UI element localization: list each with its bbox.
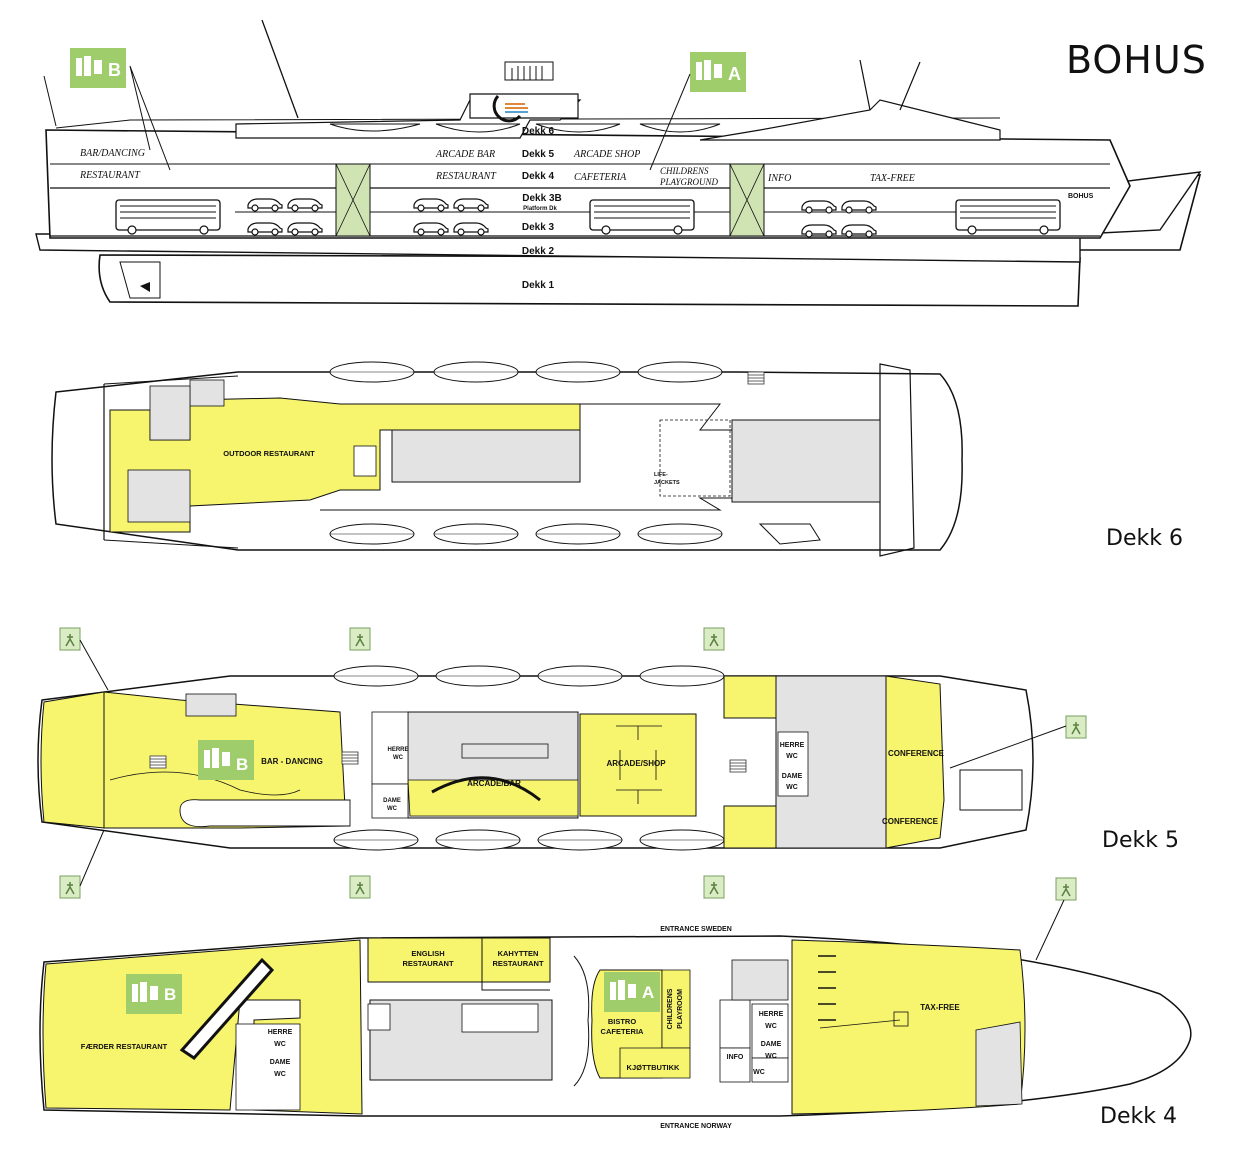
d4-english-2: RESTAURANT <box>402 959 454 968</box>
d5-arcade-bar: ARCADE/BAR <box>467 779 521 788</box>
d5-dame-aft: DAME <box>383 798 401 804</box>
d4-wc: WC <box>753 1069 765 1076</box>
d6-outdoor-restaurant: OUTDOOR RESTAURANT <box>223 449 315 458</box>
d4-cafeteria: CAFETERIA <box>601 1027 645 1036</box>
d4-herre-fwd: HERRE <box>759 1011 784 1018</box>
d4-marker-a: A <box>642 983 654 1002</box>
side-zone-arcade-bar: ARCADE BAR <box>435 149 495 160</box>
d4-faerder-restaurant: FÆRDER RESTAURANT <box>81 1042 168 1051</box>
d5-dame-aft-wc: WC <box>387 806 398 812</box>
side-deck-2: Dekk 2 <box>522 246 555 257</box>
side-deck-3b: Dekk 3B <box>522 193 561 204</box>
d5-dame-fwd-wc: WC <box>786 784 798 791</box>
side-elevation: B A Dekk 6 Dekk 5 Dekk 4 Dekk 3B Platfor… <box>35 19 1202 307</box>
d4-childrens: CHILDRENS <box>667 988 674 1029</box>
side-zone-arcade-shop: ARCADE SHOP <box>573 149 640 160</box>
d4-kjottbutikk: KJØTTBUTIKK <box>627 1063 680 1072</box>
d4-herre-fwd-wc: WC <box>765 1023 777 1030</box>
side-zone-restaurant-aft: RESTAURANT <box>79 170 141 181</box>
d4-marker-b: B <box>164 985 176 1004</box>
d5-herre-aft: HERRE <box>387 747 408 753</box>
side-deck-1: Dekk 1 <box>522 280 555 291</box>
d4-kahytten-2: RESTAURANT <box>492 959 544 968</box>
d5-dame-fwd: DAME <box>782 773 803 780</box>
deck-6-plan: OUTDOOR RESTAURANT LIFE- JACKETS <box>51 361 963 557</box>
d4-playroom: PLAYROOM <box>677 989 684 1029</box>
side-zone-restaurant-mid: RESTAURANT <box>435 171 497 182</box>
d4-herre-aft-wc: WC <box>274 1041 286 1048</box>
deck-4-caption: Dekk 4 <box>1100 1104 1177 1129</box>
d4-herre-aft: HERRE <box>268 1029 293 1036</box>
ship-title: BOHUS <box>1066 38 1207 82</box>
d4-tax-free: TAX-FREE <box>920 1003 960 1012</box>
d5-herre-aft-wc: WC <box>393 755 404 761</box>
deck-5-plan: B BAR - DANCING HERRE WC DAME WC ARCADE/… <box>37 627 1087 899</box>
side-deck-6: Dekk 6 <box>522 126 555 137</box>
side-zone-tax-free: TAX-FREE <box>870 173 915 184</box>
d5-bar-dancing: BAR - DANCING <box>261 757 323 766</box>
d5-herre-fwd-wc: WC <box>786 753 798 760</box>
d4-bistro: BISTRO <box>608 1017 637 1026</box>
d4-dame-aft: DAME <box>270 1059 291 1066</box>
d4-dame-fwd: DAME <box>761 1041 782 1048</box>
side-platform-deck: Platform Dk <box>523 206 557 212</box>
d4-english-1: ENGLISH <box>411 949 444 958</box>
d5-herre-fwd: HERRE <box>780 742 805 749</box>
d4-dame-fwd-wc: WC <box>765 1053 777 1060</box>
side-deck-4: Dekk 4 <box>522 171 555 182</box>
side-zone-bar-dancing: BAR/DANCING <box>80 148 145 159</box>
d4-kahytten-1: KAHYTTEN <box>498 949 539 958</box>
side-deck-5: Dekk 5 <box>522 149 555 160</box>
d5-conference-lower: CONFERENCE <box>882 817 939 826</box>
marker-b-side: B <box>108 60 121 80</box>
side-zone-info: INFO <box>767 173 791 184</box>
side-zone-playground: PLAYGROUND <box>659 177 719 187</box>
side-ship-name: BOHUS <box>1068 193 1094 200</box>
d4-info: INFO <box>727 1054 744 1061</box>
d5-marker-b: B <box>236 755 248 774</box>
marker-a-side: A <box>728 64 741 84</box>
deck-6-caption: Dekk 6 <box>1106 526 1183 551</box>
deck-5-caption: Dekk 5 <box>1102 828 1179 853</box>
d6-lifejackets-2: JACKETS <box>654 480 680 486</box>
d6-lifejackets-1: LIFE- <box>654 472 668 478</box>
side-zone-childrens: CHILDRENS <box>660 166 709 176</box>
d5-arcade-shop: ARCADE/SHOP <box>606 759 666 768</box>
side-deck-3: Dekk 3 <box>522 222 555 233</box>
d4-entrance-norway: ENTRANCE NORWAY <box>660 1123 732 1130</box>
d4-dame-aft-wc: WC <box>274 1071 286 1078</box>
d5-conference-upper: CONFERENCE <box>888 749 945 758</box>
side-zone-cafeteria: CAFETERIA <box>574 172 627 183</box>
d4-entrance-sweden: ENTRANCE SWEDEN <box>660 926 732 933</box>
deck-4-plan: B A ENGLISH RESTAURANT KAHYTTEN RESTAURA… <box>39 877 1192 1130</box>
